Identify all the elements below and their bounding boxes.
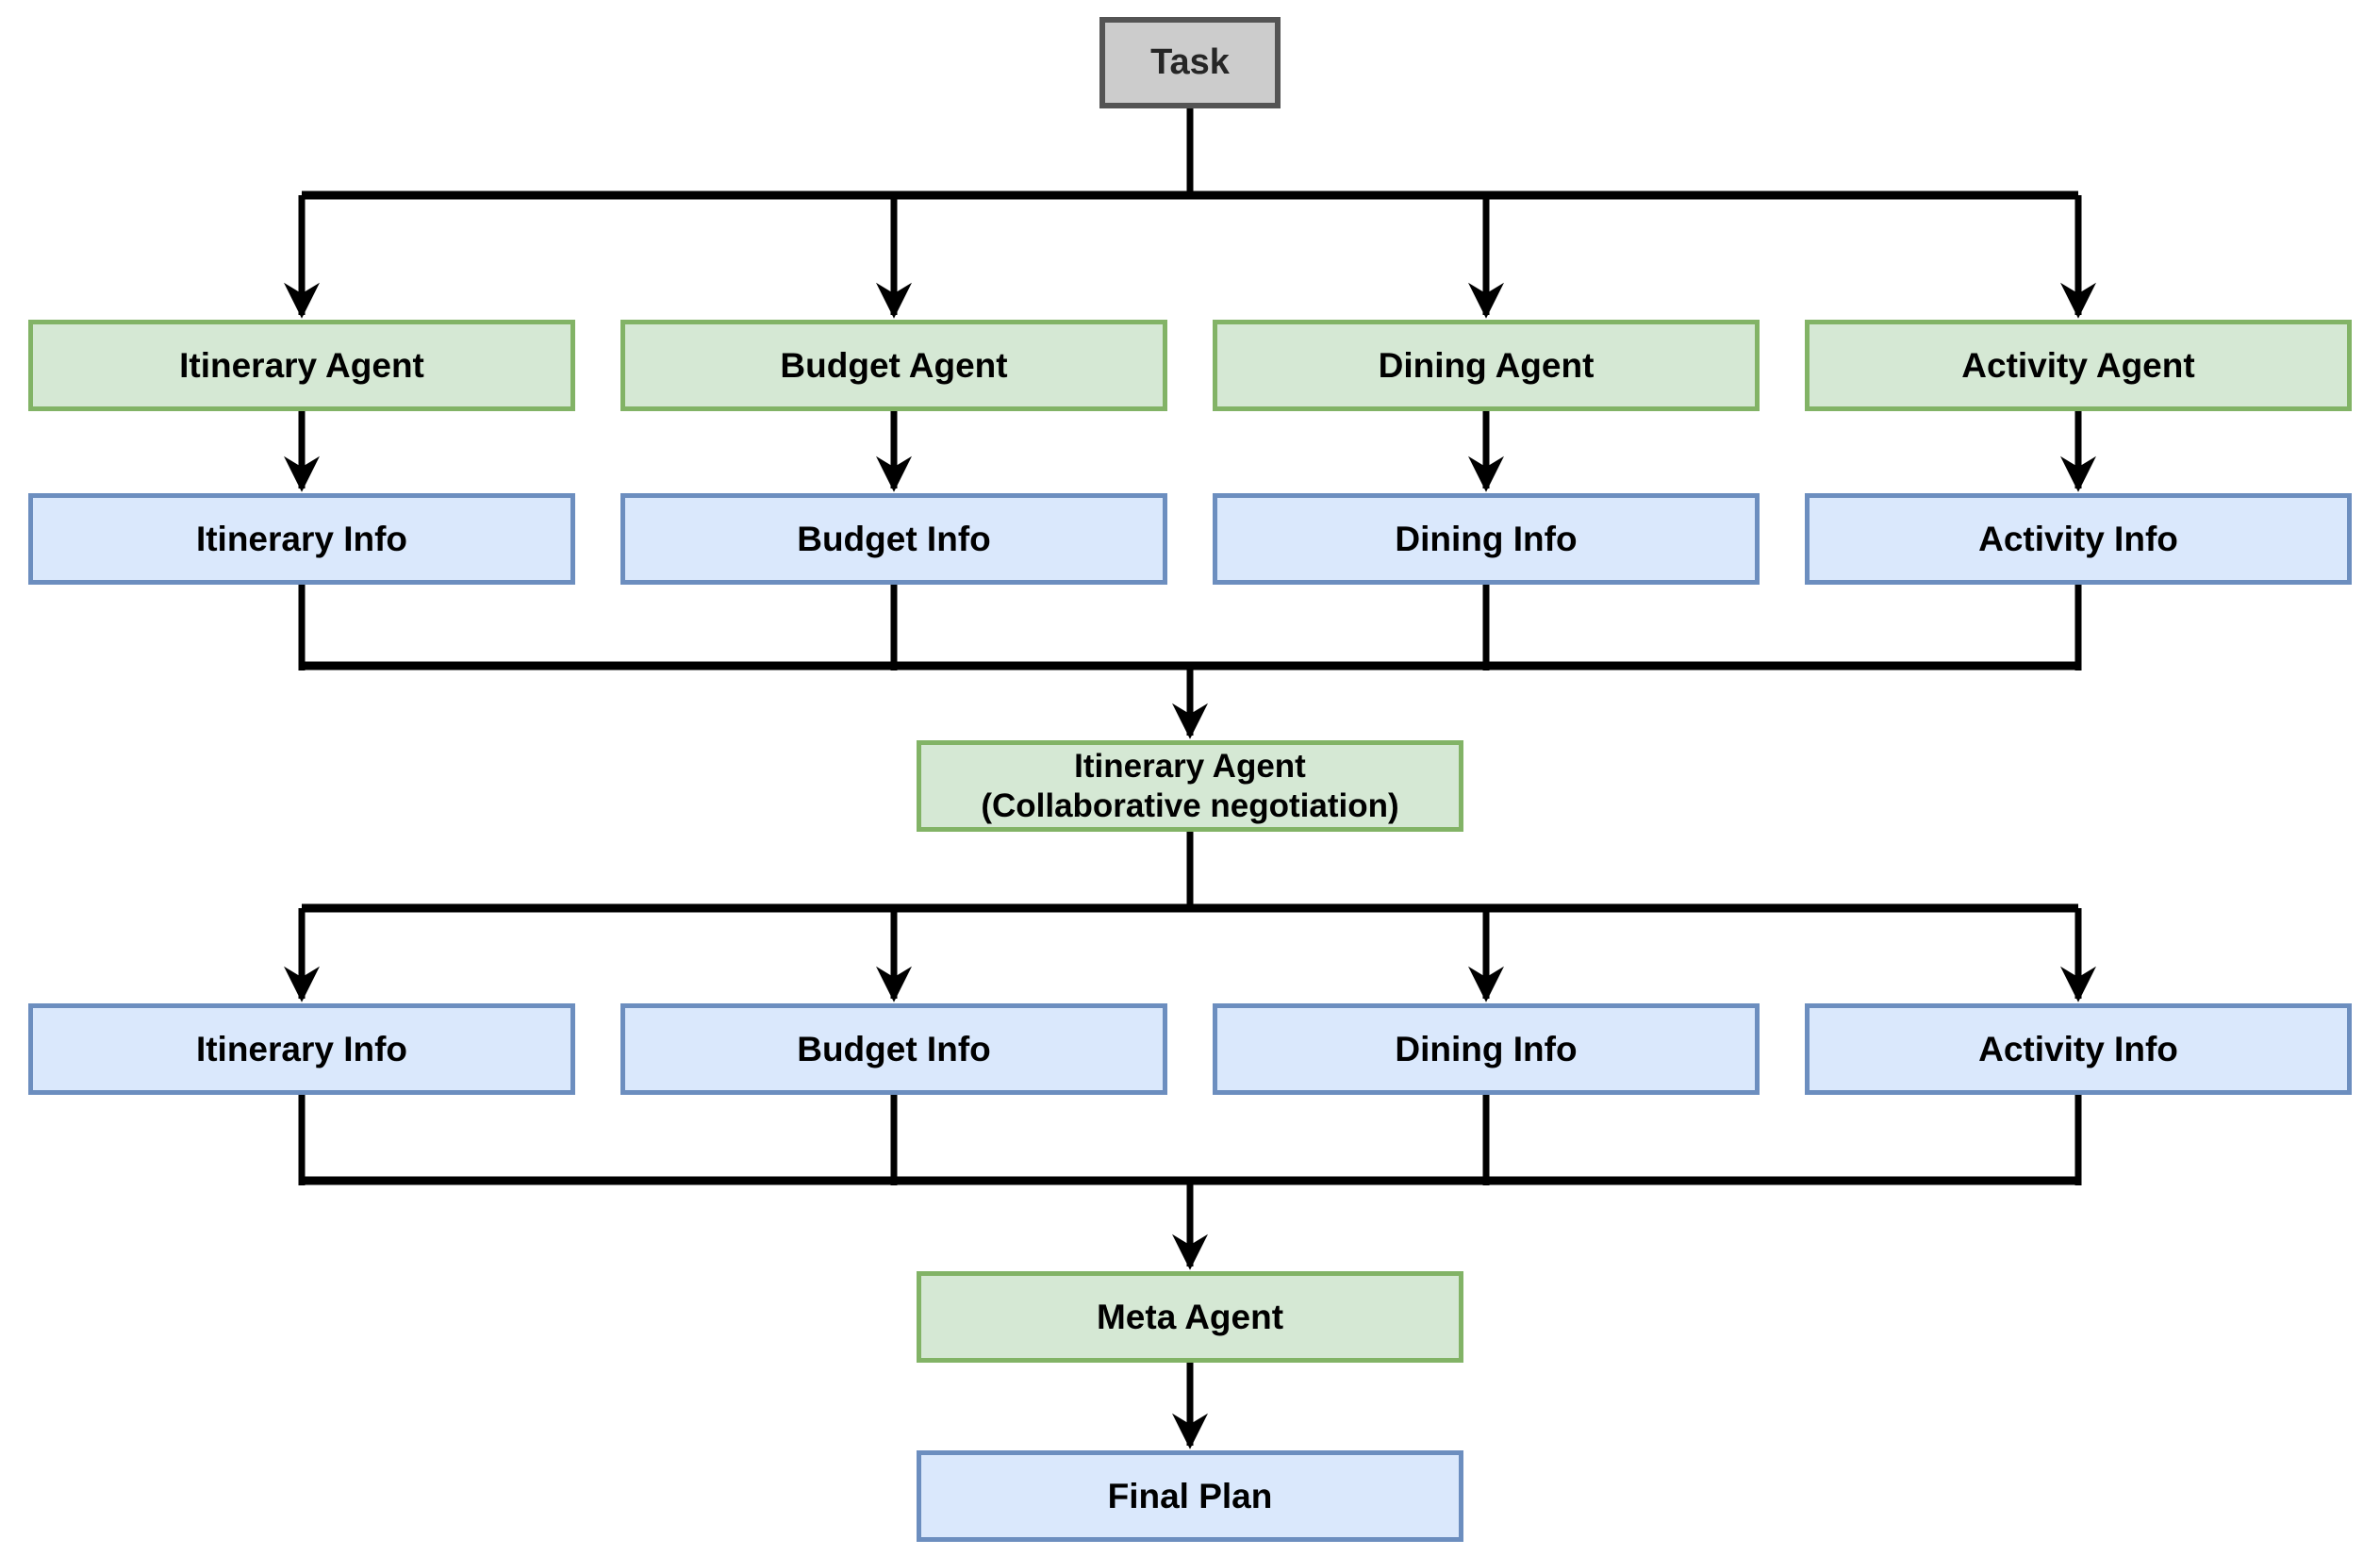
activity-info-node-1: Activity Info [1805,493,2352,585]
dining-info-node-2: Dining Info [1213,1003,1760,1095]
itinerary-agent-label: Itinerary Agent [179,345,424,385]
budget-agent-label: Budget Agent [780,345,1008,385]
budget-agent-node: Budget Agent [620,320,1167,411]
dining-agent-label: Dining Agent [1378,345,1595,385]
itinerary-info-label-2: Itinerary Info [195,1029,408,1068]
task-label: Task [1150,42,1230,83]
negotiation-agent-label-line1: Itinerary Agent [1074,748,1306,786]
edges-agents-to-info [284,411,2096,492]
activity-info-label-2: Activity Info [1978,1029,2178,1068]
budget-info-node-2: Budget Info [620,1003,1167,1095]
budget-info-label-2: Budget Info [797,1029,991,1068]
activity-info-node-2: Activity Info [1805,1003,2352,1095]
budget-info-label-1: Budget Info [797,519,991,558]
itinerary-agent-node: Itinerary Agent [28,320,575,411]
final-plan-node: Final Plan [917,1450,1463,1542]
dining-agent-node: Dining Agent [1213,320,1760,411]
activity-agent-label: Activity Agent [1961,345,2195,385]
negotiation-agent-node: Itinerary Agent (Collaborative negotiati… [917,740,1463,832]
activity-agent-node: Activity Agent [1805,320,2352,411]
dining-info-label-1: Dining Info [1395,519,1578,558]
edges-task-fanout [284,104,2096,319]
itinerary-info-node-1: Itinerary Info [28,493,575,585]
negotiation-agent-label-line2: (Collaborative negotiation) [981,786,1399,824]
activity-info-label-1: Activity Info [1978,519,2178,558]
meta-agent-label: Meta Agent [1096,1297,1284,1336]
dining-info-node-1: Dining Info [1213,493,1760,585]
itinerary-info-label-1: Itinerary Info [195,519,408,558]
dining-info-label-2: Dining Info [1395,1029,1578,1068]
budget-info-node-1: Budget Info [620,493,1167,585]
final-plan-label: Final Plan [1107,1476,1273,1515]
meta-agent-node: Meta Agent [917,1271,1463,1363]
edges-collector-to-meta [298,1095,2082,1270]
edges-collector-to-negotiation [298,585,2082,739]
edges-negotiation-fanout [284,820,2096,1002]
itinerary-info-node-2: Itinerary Info [28,1003,575,1095]
task-node: Task [1099,17,1281,108]
